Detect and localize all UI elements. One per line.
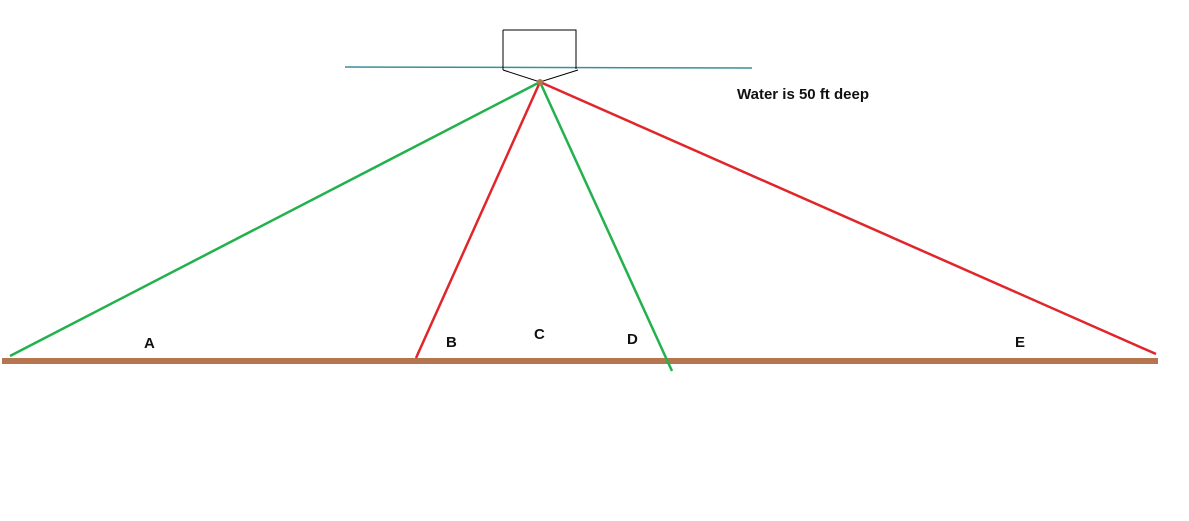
- zone-label-d: D: [627, 331, 638, 348]
- beam-green-left: [9, 80, 541, 358]
- zone-label-b: B: [446, 334, 457, 351]
- zone-label-a: A: [144, 335, 155, 352]
- beam-red-right: [539, 80, 1157, 356]
- beam-green-right: [538, 81, 674, 372]
- beam-red-left: [414, 81, 542, 359]
- zone-label-e: E: [1015, 334, 1026, 351]
- depth-annotation: Water is 50 ft deep: [737, 86, 869, 103]
- boat-hull: [502, 29, 577, 70]
- transducer: [537, 79, 543, 85]
- water-surface: [344, 66, 753, 69]
- zone-label-c: C: [534, 326, 545, 343]
